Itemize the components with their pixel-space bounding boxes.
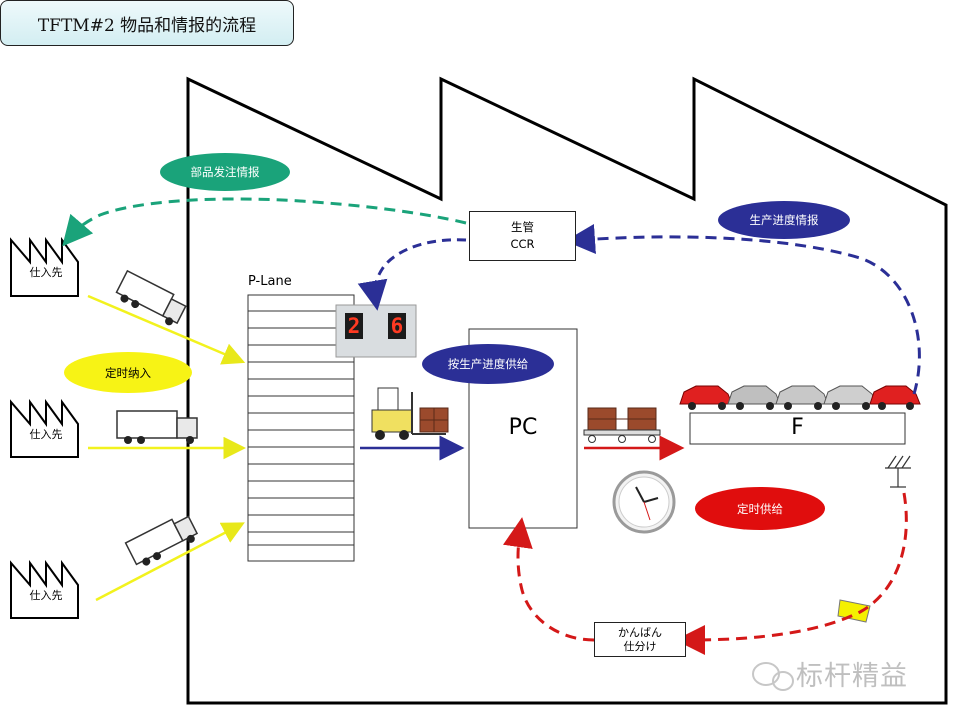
- f-box: [689, 412, 906, 445]
- supplier-factory-icon-2: [10, 398, 79, 458]
- delivery-arrow-3: [95, 522, 245, 602]
- parts-cart-icon: [583, 407, 661, 443]
- delivery-arrow-1: [87, 294, 246, 365]
- clock-icon: [612, 470, 676, 534]
- supply-by-progress-label: 按生产进度供给: [422, 344, 554, 384]
- page-title: TFTM#2 物品和情报的流程: [0, 0, 294, 46]
- supplier-factory-icon-3: [10, 559, 79, 619]
- supplier-factory-icon-1: [10, 236, 79, 297]
- assembly-line-cars: [679, 385, 921, 410]
- pc-label: PC: [508, 415, 538, 440]
- watermark-text: 标杆精益: [796, 661, 908, 692]
- kanban-label: かんばん: [618, 626, 662, 639]
- production-progress-info-label: 生产进度情报: [718, 201, 850, 239]
- parts-order-info-label: 部品发注情报: [160, 153, 290, 191]
- flag-icon: [837, 599, 871, 623]
- supplier-label-2: 仕入先: [29, 428, 63, 441]
- truck-icon-2: [116, 410, 198, 444]
- kanban-to-pc-flow: [503, 517, 595, 642]
- supplier-label-3: 仕入先: [29, 589, 63, 602]
- factory-building-outline: [186, 76, 948, 705]
- p-lane-label: P-Lane: [248, 274, 292, 289]
- watermark-logo-icon: [752, 662, 794, 691]
- f-label: F: [791, 415, 804, 440]
- ccr-to-p-lane-flow: [357, 238, 467, 311]
- timed-receiving-label: 定时纳入: [64, 352, 192, 393]
- kanban-return-flow: [675, 492, 908, 655]
- ccr-label: CCR: [510, 237, 535, 251]
- truck-icon-1: [115, 269, 187, 326]
- production-control-label: 生管: [511, 220, 534, 234]
- antenna-icon: [885, 455, 911, 488]
- counter-digit-left: 2: [345, 313, 363, 339]
- supplier-label-1: 仕入先: [29, 266, 63, 279]
- production-control-ccr-box: 生管 CCR: [469, 211, 576, 261]
- timed-supply-label: 定时供给: [695, 487, 825, 530]
- kanban-sorting-box: かんばん 仕分け: [594, 622, 686, 657]
- parts-order-info-flow: [62, 197, 467, 247]
- sorting-label: 仕分け: [623, 640, 657, 653]
- truck-icon-3: [124, 515, 199, 566]
- counter-digit-right: 6: [388, 313, 406, 339]
- forklift-icon: [371, 387, 449, 440]
- production-progress-info-flow: [565, 224, 921, 395]
